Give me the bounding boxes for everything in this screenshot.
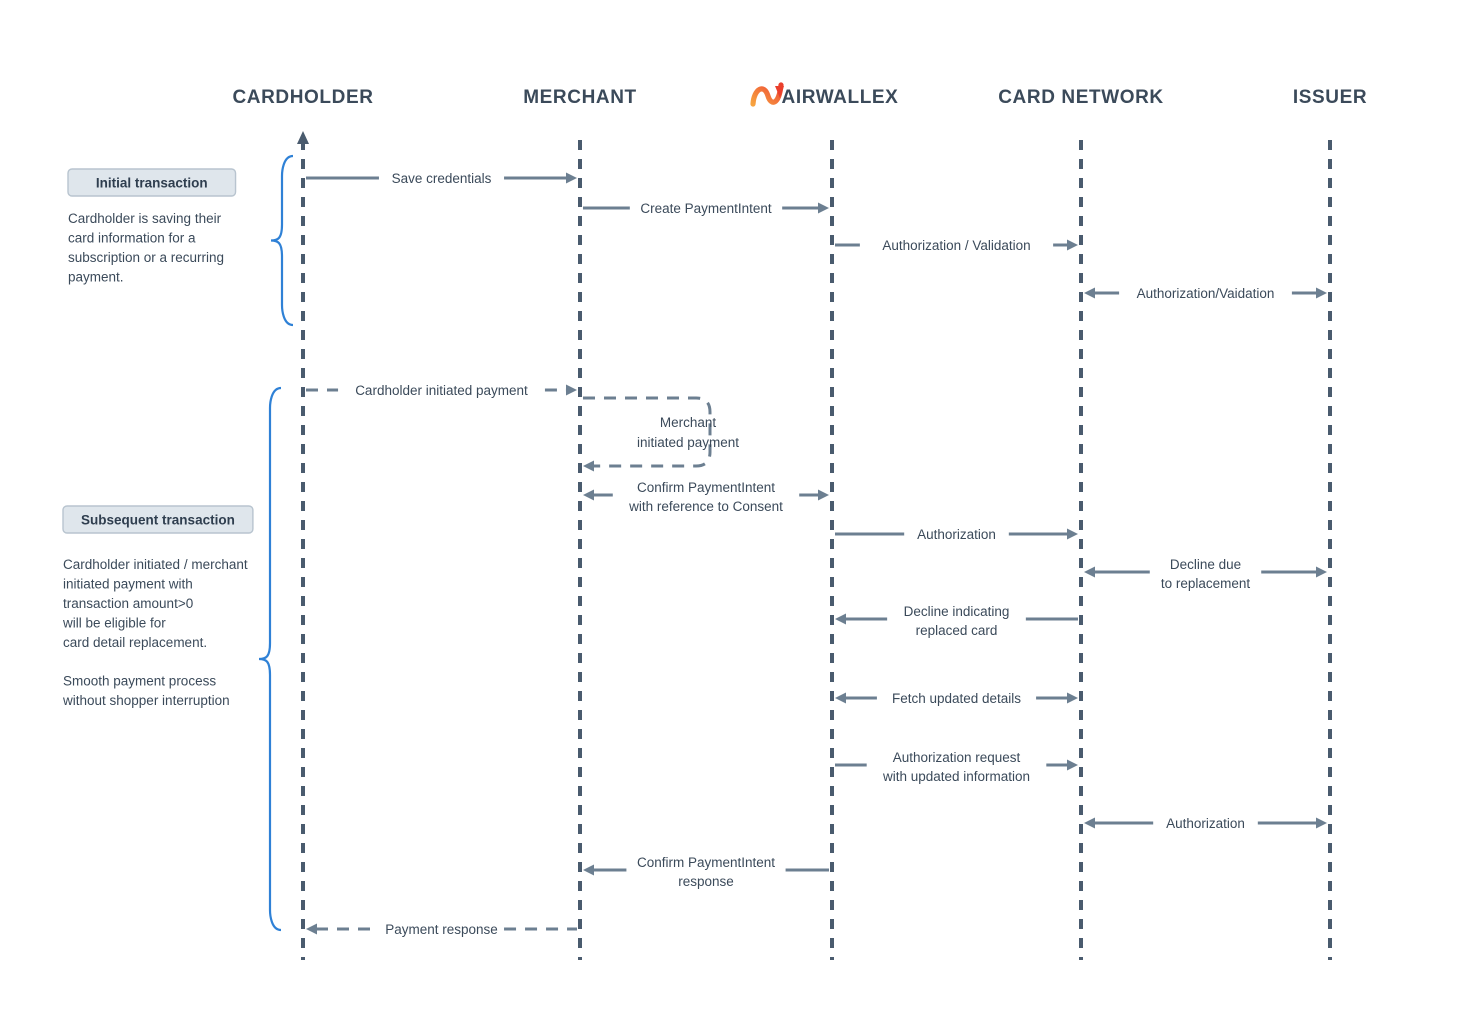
arrowhead — [1084, 817, 1095, 829]
message-label: Authorization / Validation — [882, 238, 1030, 253]
airwallex-logo-icon — [750, 82, 784, 107]
lifelines — [297, 131, 1332, 960]
message-decline-due[interactable]: Decline due to replacement — [1084, 557, 1327, 591]
note-line: subscription or a recurring — [68, 250, 224, 265]
message-label: initiated payment — [637, 435, 739, 450]
cardholder-lifeline-arrowhead — [297, 131, 309, 144]
note-line: card information for a — [68, 231, 196, 246]
note-paragraph: Cardholder initiated / merchant initiated… — [62, 557, 248, 650]
actor-label-card-network: CARD NETWORK — [998, 87, 1164, 108]
message-fetch-updated-details[interactable]: Fetch updated details — [835, 691, 1078, 706]
arrowhead — [1316, 817, 1327, 829]
message-label: Create PaymentIntent — [640, 201, 772, 216]
message-confirm-paymentintent[interactable]: Confirm PaymentIntent with reference to C… — [583, 480, 829, 514]
note-line: card detail replacement. — [63, 635, 207, 650]
message-label: Confirm PaymentIntent — [637, 855, 775, 870]
arrowhead — [583, 460, 594, 472]
message-label: Authorization/Vaidation — [1137, 286, 1275, 301]
note-line: will be eligible for — [62, 616, 166, 631]
message-label: with reference to Consent — [628, 499, 783, 514]
message-label: Confirm PaymentIntent — [637, 480, 775, 495]
message-label: Authorization request — [893, 750, 1021, 765]
message-label: with updated information — [882, 769, 1030, 784]
message-confirm-response[interactable]: Confirm PaymentIntent response — [583, 855, 829, 889]
note-paragraph: Smooth payment process without shopper in… — [62, 674, 230, 709]
message-cardholder-initiated[interactable]: Cardholder initiated payment — [306, 383, 577, 398]
arrowhead — [306, 923, 317, 935]
arrowhead — [1067, 692, 1078, 704]
arrowhead — [583, 864, 594, 876]
note-badge-label: Subsequent transaction — [81, 513, 235, 528]
arrowhead — [1084, 287, 1095, 299]
arrowhead — [1316, 287, 1327, 299]
arrowhead — [583, 489, 594, 501]
message-label: response — [678, 874, 734, 889]
arrowhead — [835, 613, 846, 625]
actor-label-issuer: ISSUER — [1293, 87, 1367, 108]
self-loop-path — [583, 396, 712, 468]
message-label: Authorization — [917, 527, 996, 542]
note-line: Cardholder initiated / merchant — [63, 557, 248, 572]
note-line: Smooth payment process — [63, 674, 216, 689]
note-line: Cardholder is saving their — [68, 211, 222, 226]
actor-header-card-network[interactable]: CARD NETWORK — [998, 87, 1164, 108]
actor-header-issuer[interactable]: ISSUER — [1293, 87, 1367, 108]
note-paragraph: Cardholder is saving their card informati… — [68, 211, 224, 285]
message-save-credentials[interactable]: Save credentials — [306, 171, 577, 186]
actor-header-airwallex[interactable]: AIRWALLEX — [750, 82, 899, 108]
note-badge-label: Initial transaction — [96, 176, 208, 191]
message-label: Save credentials — [392, 171, 492, 186]
message-payment-response[interactable]: Payment response — [306, 922, 577, 937]
message-create-paymentintent[interactable]: Create PaymentIntent — [583, 201, 829, 216]
message-label: Payment response — [385, 922, 498, 937]
note-brace — [258, 386, 282, 932]
message-label: replaced card — [916, 623, 998, 638]
message-authorization-validation[interactable]: Authorization / Validation — [835, 238, 1078, 253]
actor-header-cardholder[interactable]: CARDHOLDER — [232, 87, 373, 108]
message-label: Cardholder initiated payment — [355, 383, 528, 398]
arrowhead — [1067, 528, 1078, 540]
arrowhead — [1084, 566, 1095, 578]
message-label: Fetch updated details — [892, 691, 1021, 706]
actor-label-merchant: MERCHANT — [523, 87, 637, 108]
note-line: transaction amount>0 — [63, 596, 193, 611]
arrowhead — [566, 172, 577, 184]
arrowhead — [1067, 239, 1078, 251]
message-label: to replacement — [1161, 576, 1251, 591]
message-authorization-1[interactable]: Authorization — [835, 527, 1078, 542]
message-authorization-2[interactable]: Authorization — [1084, 816, 1327, 831]
message-label: Decline indicating — [904, 604, 1010, 619]
message-authorization-vaidation[interactable]: Authorization/Vaidation — [1084, 286, 1327, 301]
arrowhead — [566, 384, 577, 396]
arrowhead — [818, 489, 829, 501]
note-line: initiated payment with — [63, 577, 193, 592]
actor-label-cardholder: CARDHOLDER — [232, 87, 373, 108]
actor-label-airwallex: AIRWALLEX — [782, 87, 899, 108]
note-line: without shopper interruption — [62, 693, 230, 708]
arrowhead — [835, 692, 846, 704]
note-badge-subsequent[interactable]: Subsequent transaction — [62, 505, 254, 534]
note-line: payment. — [68, 270, 124, 285]
note-brace — [270, 154, 294, 327]
arrowhead — [818, 202, 829, 214]
message-label: Decline due — [1170, 557, 1241, 572]
actor-headers: CARDHOLDER MERCHANT AIRWALLEX CARD NETWORK I… — [232, 82, 1367, 108]
note-badge-initial[interactable]: Initial transaction — [67, 168, 237, 197]
arrowhead — [1316, 566, 1327, 578]
message-label: Authorization — [1166, 816, 1245, 831]
message-merchant-initiated[interactable]: Merchant initiated payment — [583, 396, 739, 472]
message-authorization-request[interactable]: Authorization request with updated inform… — [835, 750, 1078, 784]
message-decline-indicating[interactable]: Decline indicating replaced card — [835, 604, 1078, 638]
actor-header-merchant[interactable]: MERCHANT — [523, 87, 637, 108]
message-label: Merchant — [660, 415, 717, 430]
arrowhead — [1067, 759, 1078, 771]
